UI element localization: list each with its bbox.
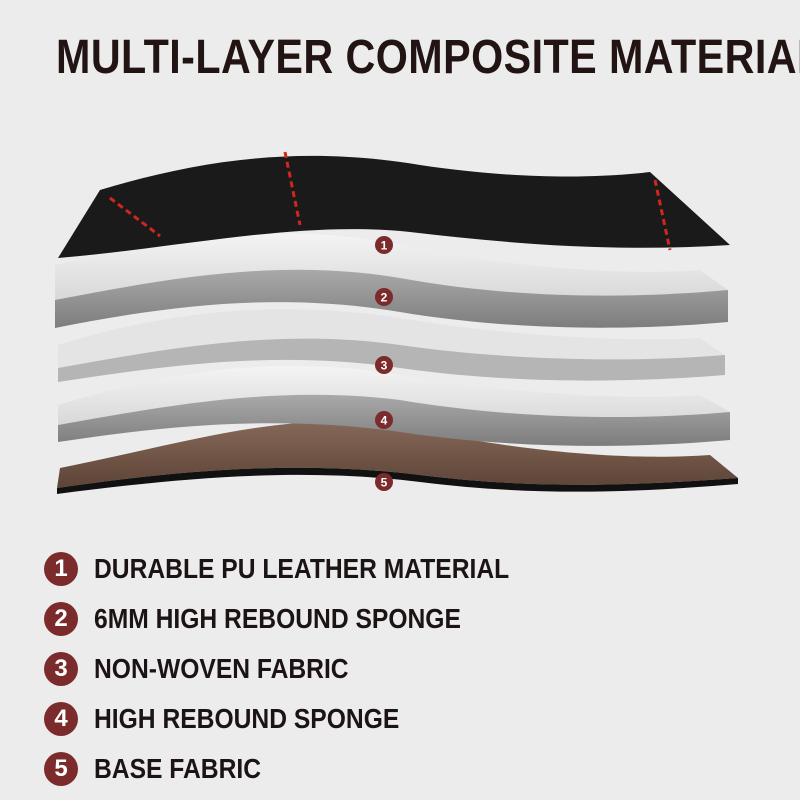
svg-text:2: 2	[381, 291, 388, 305]
diagram-badge-2: 2	[375, 288, 393, 306]
svg-text:4: 4	[381, 414, 388, 428]
legend-label: 6MM HIGH REBOUND SPONGE	[94, 603, 461, 634]
legend-label: HIGH REBOUND SPONGE	[94, 703, 400, 734]
legend-item: 4 HIGH REBOUND SPONGE	[44, 694, 566, 744]
diagram-badge-5: 5	[375, 473, 393, 491]
svg-text:1: 1	[381, 239, 388, 253]
number-badge: 2	[44, 602, 78, 636]
svg-text:3: 3	[381, 359, 388, 373]
layer-base-fabric	[57, 421, 738, 494]
layer-high-rebound-sponge	[58, 366, 730, 446]
legend-item: 1 DURABLE PU LEATHER MATERIAL	[44, 544, 566, 594]
legend-item: 5 BASE FABRIC	[44, 744, 566, 794]
legend-item: 2 6MM HIGH REBOUND SPONGE	[44, 594, 566, 644]
legend-label: DURABLE PU LEATHER MATERIAL	[94, 553, 510, 584]
number-badge: 3	[44, 652, 78, 686]
stitch-line	[653, 179, 672, 251]
page-title: MULTI-LAYER COMPOSITE MATERIAL	[56, 31, 800, 84]
number-badge: 1	[44, 552, 78, 586]
diagram-badge-1: 1	[375, 236, 393, 254]
legend-item: 3 NON-WOVEN FABRIC	[44, 644, 566, 694]
layer-legend: 1 DURABLE PU LEATHER MATERIAL 2 6MM HIGH…	[44, 544, 566, 794]
stitch-line	[109, 196, 161, 238]
number-badge: 5	[44, 752, 78, 786]
stitch-line	[283, 151, 302, 226]
svg-text:5: 5	[381, 476, 388, 490]
legend-label: BASE FABRIC	[94, 753, 262, 784]
diagram-badge-4: 4	[375, 411, 393, 429]
diagram-badge-3: 3	[375, 356, 393, 374]
legend-label: NON-WOVEN FABRIC	[94, 653, 349, 684]
number-badge: 4	[44, 702, 78, 736]
layer-pu-leather	[58, 151, 730, 258]
